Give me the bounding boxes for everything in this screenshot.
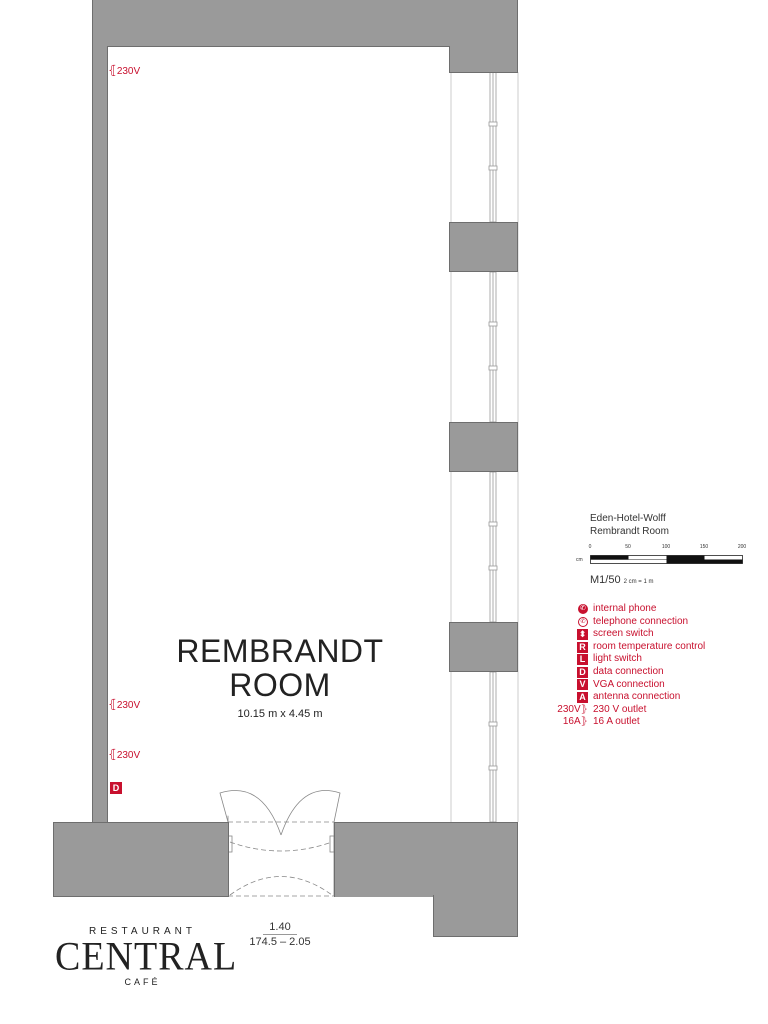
outlet-bracket-icon: ⦃ <box>108 63 117 77</box>
data-connection-icon: D <box>110 782 122 794</box>
legend: ✆ internal phone ✆ telephone connection … <box>557 603 705 729</box>
outlet-230v: ⦃230V <box>108 747 141 761</box>
outlet-bracket-icon: ⦃ <box>108 747 117 761</box>
badge-v-icon: V <box>577 679 588 691</box>
wall-top <box>92 0 518 47</box>
outlet-16a-icon: 16A⦄ <box>562 716 588 728</box>
badge-l-icon: L <box>577 654 588 666</box>
logo-top: RESTAURANT <box>88 926 197 937</box>
logo-bottom: CAFÉ <box>124 977 161 987</box>
wall-pier-1 <box>449 222 518 272</box>
legend-item-data-connection: D data connection <box>574 666 705 679</box>
scale-ratio: M1/50 2 cm = 1 m <box>590 574 654 586</box>
restaurant-central-logo: RESTAURANT CENTRAL CAFÉ <box>55 926 238 987</box>
legend-item-230v-outlet: 230V⦄ 230 V outlet <box>557 704 705 717</box>
legend-item-light-switch: L light switch <box>574 653 705 666</box>
legend-item-16a-outlet: 16A⦄ 16 A outlet <box>563 716 705 729</box>
hotel-name: Eden-Hotel-Wolff <box>590 513 666 524</box>
info-block: Eden-Hotel-Wolff Rembrandt Room <box>590 512 669 538</box>
scale-tick-labels: 0 50 100 150 200 <box>588 544 747 550</box>
legend-item-telephone-connection: ✆ telephone connection <box>574 616 705 629</box>
scale-bar <box>590 555 743 564</box>
badge-d-icon: D <box>577 666 588 678</box>
wall-pier-3 <box>449 622 518 672</box>
door-height: 174.5 – 2.05 <box>249 936 311 948</box>
room-name: Rembrandt Room <box>590 526 669 537</box>
legend-item-room-temperature: R room temperature control <box>574 641 705 654</box>
wall-pier-2 <box>449 422 518 472</box>
wall-left <box>92 46 108 823</box>
wall-bottom-right-extension <box>433 895 518 937</box>
badge-r-icon: R <box>577 641 588 653</box>
outlet-230v-icon: 230V⦄ <box>557 703 588 715</box>
wall-top-right-corner <box>449 46 518 73</box>
logo-main: CENTRAL <box>55 934 238 980</box>
outlet-230v: ⦃230V <box>108 63 141 77</box>
room-title-line2: ROOM <box>229 667 331 703</box>
phone-outline-icon: ✆ <box>578 616 588 627</box>
phone-filled-icon: ✆ <box>578 604 588 615</box>
data-connection-marker: D <box>110 782 122 795</box>
legend-item-internal-phone: ✆ internal phone <box>574 603 705 616</box>
screen-switch-icon: ⬍ <box>577 628 588 640</box>
wall-bottom-left <box>53 822 229 897</box>
legend-item-screen-switch: ⬍ screen switch <box>577 628 654 640</box>
outlet-230v: ⦃230V <box>108 697 141 711</box>
legend-item-antenna-connection: A antenna connection <box>574 691 705 704</box>
outlet-bracket-icon: ⦃ <box>108 697 117 711</box>
wall-bottom-right <box>334 822 518 897</box>
door-dimension: 1.40 174.5 – 2.05 <box>240 921 320 949</box>
scale-unit: cm <box>576 557 583 563</box>
door-width: 1.40 <box>263 921 297 935</box>
badge-a-icon: A <box>577 691 588 703</box>
room-title-line1: REMBRANDT <box>176 633 384 669</box>
room-dimensions: 10.15 m x 4.45 m <box>237 708 323 720</box>
legend-item-vga-connection: V VGA connection <box>574 679 705 692</box>
